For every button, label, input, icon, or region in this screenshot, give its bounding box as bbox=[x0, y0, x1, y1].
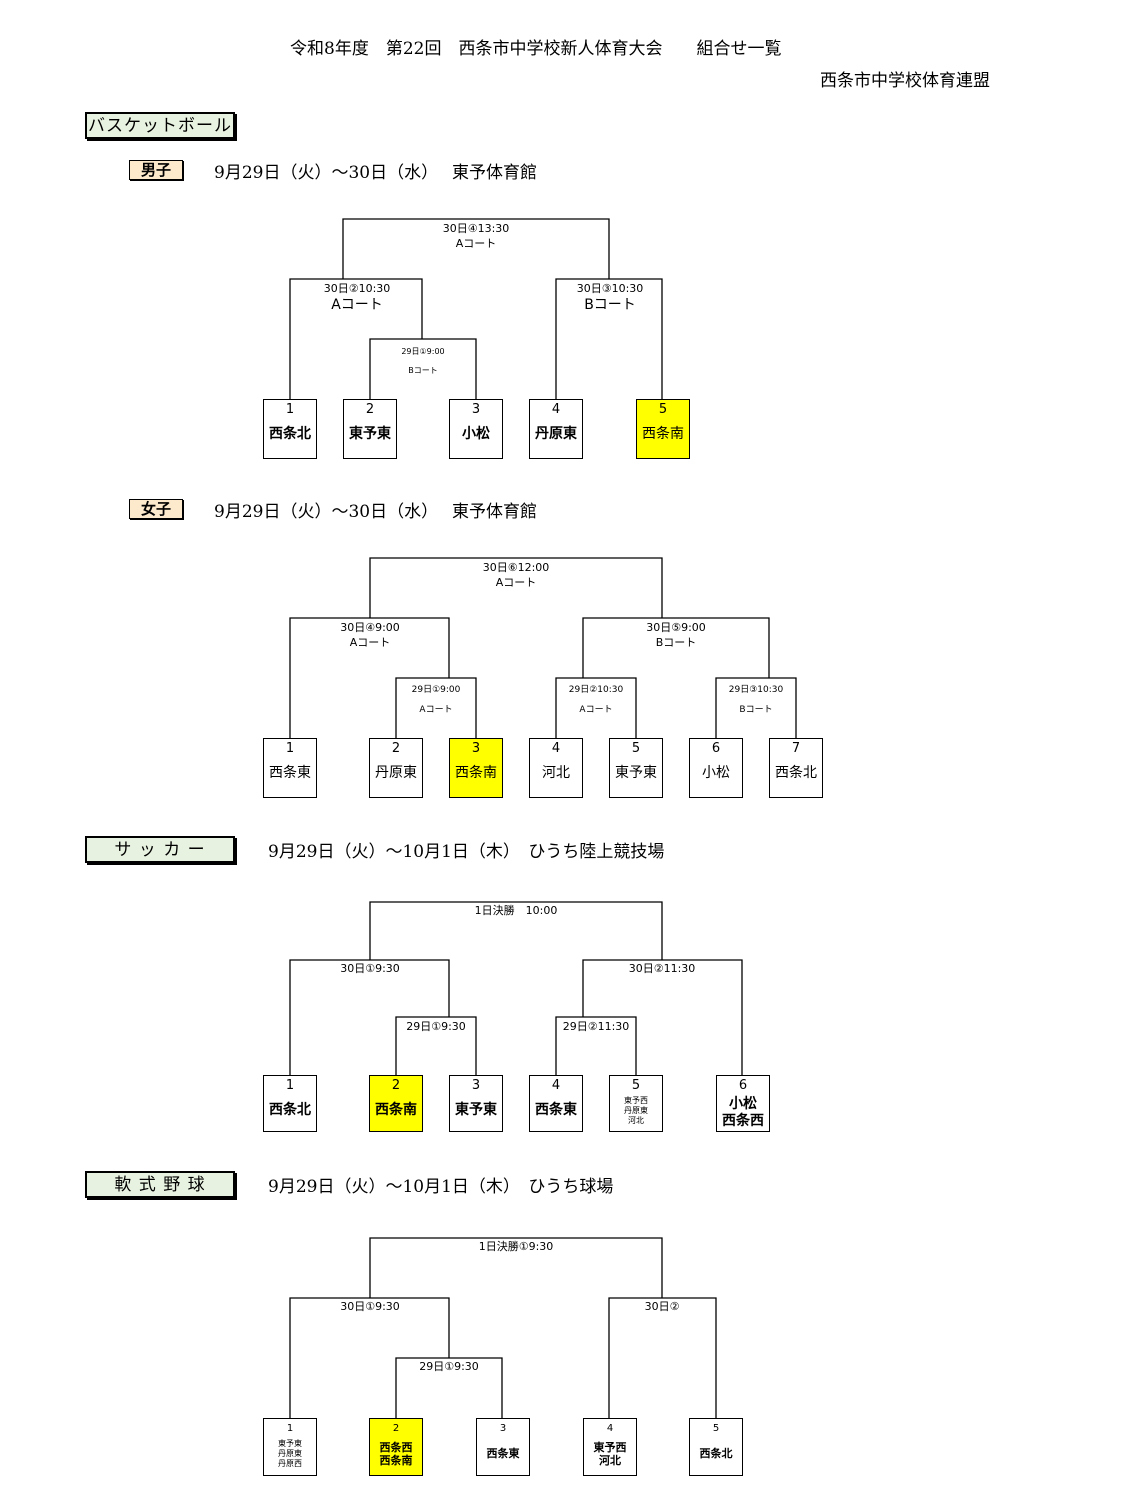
baseball-r1-label: 29日①9:30 bbox=[419, 1360, 479, 1373]
soccer-r1b-label: 29日②11:30 bbox=[562, 1020, 630, 1033]
gender-girls-label: 女子 bbox=[129, 499, 183, 519]
baseball-schedule-info: 9月29日（火）～10月1日（木） ひうち球場 bbox=[268, 1177, 614, 1197]
soccer-semi-left-label: 30日①9:30 bbox=[340, 962, 400, 975]
soccer-schedule-info: 9月29日（火）～10月1日（木） ひうち陸上競技場 bbox=[268, 842, 665, 862]
baseball-final-label: 1日決勝①9:30 bbox=[478, 1240, 554, 1253]
organizer: 西条市中学校体育連盟 bbox=[820, 71, 990, 91]
soccer-final-label: 1日決勝 10:00 bbox=[474, 904, 558, 917]
girls-schedule-info: 9月29日（火）～30日（水） 東予体育館 bbox=[214, 502, 537, 522]
page-title: 令和8年度 第22回 西条市中学校新人体育大会 組合せ一覧 bbox=[290, 39, 782, 59]
baseball-semi-right-label: 30日② bbox=[644, 1300, 680, 1313]
soccer-semi-right-label: 30日②11:30 bbox=[628, 962, 696, 975]
section-soccer: サ ッ カ ー bbox=[85, 836, 235, 863]
baseball-semi-left-label: 30日①9:30 bbox=[340, 1300, 400, 1313]
section-baseball: 軟 式 野 球 bbox=[85, 1171, 235, 1198]
soccer-r1a-label: 29日①9:30 bbox=[406, 1020, 466, 1033]
gender-boys-label: 男子 bbox=[129, 160, 183, 180]
boys-schedule-info: 9月29日（火）～30日（水） 東予体育館 bbox=[214, 163, 537, 183]
section-basketball: バスケットボール bbox=[85, 112, 235, 139]
